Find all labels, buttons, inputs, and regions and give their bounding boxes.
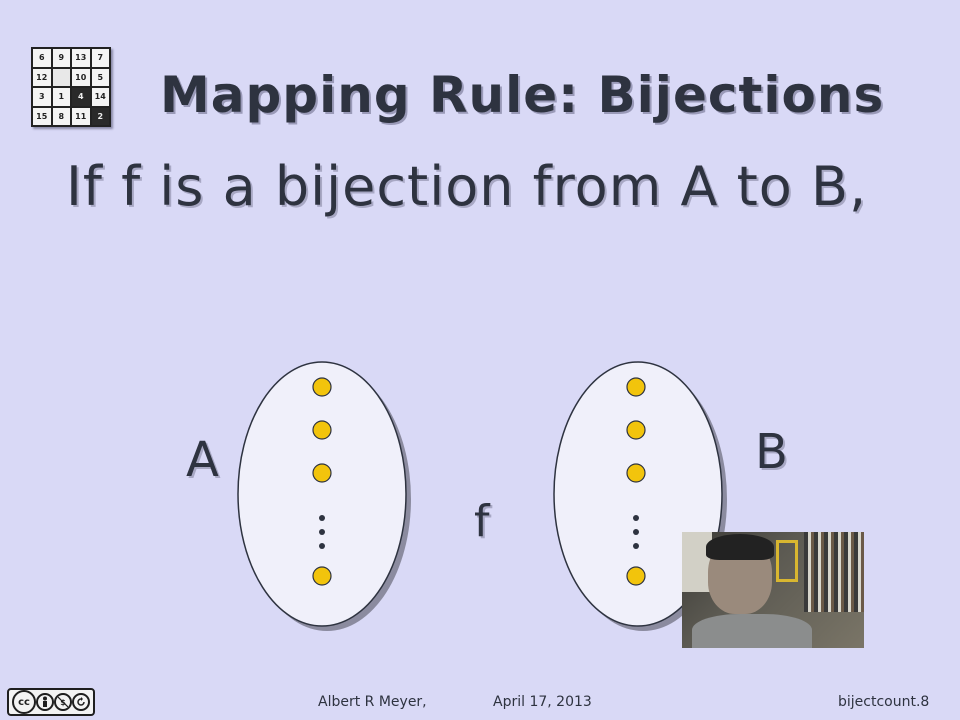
puzzle-tile: 10 — [72, 68, 90, 86]
webcam-overlay — [682, 532, 864, 648]
slide-title: Mapping Rule: Bijections — [160, 66, 885, 124]
puzzle-tile: 11 — [72, 107, 90, 125]
set-b-elements — [626, 377, 646, 586]
creative-commons-badge: cc $ — [7, 688, 95, 716]
puzzle-tile-blank — [52, 68, 70, 86]
ellipsis-dot — [633, 529, 639, 535]
puzzle-tile: 8 — [52, 107, 70, 125]
element-dot — [626, 377, 646, 397]
puzzle-tile: 6 — [33, 49, 51, 67]
set-a-elements — [312, 377, 332, 586]
set-b-label: B — [755, 424, 788, 480]
webcam-picture-frame — [776, 540, 798, 582]
footer-date: April 17, 2013 — [493, 694, 592, 710]
sa-icon — [72, 693, 90, 711]
element-dot — [626, 420, 646, 440]
by-icon — [36, 693, 54, 711]
puzzle-tile: 12 — [33, 68, 51, 86]
webcam-hair — [706, 534, 774, 560]
element-dot — [626, 566, 646, 586]
puzzle-tile: 1 — [52, 88, 70, 106]
set-b-ellipse — [553, 361, 723, 627]
nc-icon: $ — [54, 693, 72, 711]
puzzle-tile: 5 — [91, 68, 109, 86]
puzzle-tile: 2 — [91, 107, 109, 125]
footer-author: Albert R Meyer, — [318, 694, 427, 710]
ellipsis-dot — [319, 543, 325, 549]
puzzle-tile: 9 — [52, 49, 70, 67]
ellipsis-dot — [319, 529, 325, 535]
puzzle-tile: 3 — [33, 88, 51, 106]
set-a-ellipse — [237, 361, 407, 627]
set-a-label: A — [186, 432, 219, 488]
puzzle-tile: 15 — [33, 107, 51, 125]
element-dot — [312, 463, 332, 483]
ellipsis-dot — [319, 515, 325, 521]
puzzle-tile: 4 — [72, 88, 90, 106]
webcam-shoulders — [692, 614, 812, 648]
fifteen-puzzle-logo: 6 9 13 7 12 10 5 3 1 4 14 15 8 11 2 — [31, 47, 111, 127]
puzzle-tile: 7 — [91, 49, 109, 67]
puzzle-tile: 13 — [72, 49, 90, 67]
puzzle-tile: 14 — [91, 88, 109, 106]
slide-subtitle: If f is a bijection from A to B, — [66, 155, 868, 218]
element-dot — [626, 463, 646, 483]
footer-slide-id: bijectcount.8 — [838, 694, 930, 710]
webcam-bookshelf — [804, 532, 864, 612]
element-dot — [312, 377, 332, 397]
element-dot — [312, 566, 332, 586]
cc-icon: cc — [12, 690, 36, 714]
function-label: f — [474, 496, 490, 547]
element-dot — [312, 420, 332, 440]
ellipsis-dot — [633, 515, 639, 521]
ellipsis-dot — [633, 543, 639, 549]
